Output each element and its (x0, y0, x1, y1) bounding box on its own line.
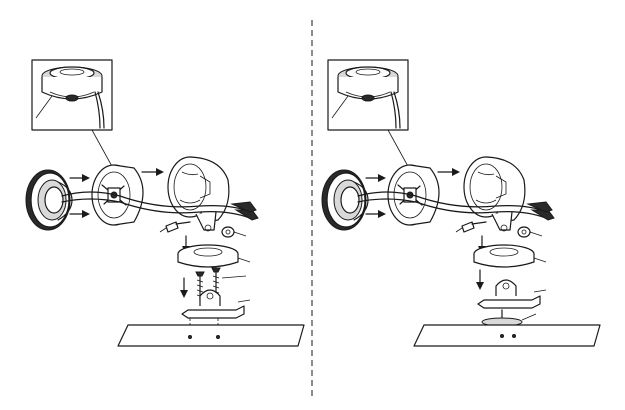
mounting-surface (118, 325, 304, 346)
mounting-bracket (182, 290, 250, 318)
panel-left (26, 60, 304, 346)
mounting-surface (414, 325, 600, 346)
mounting-bracket (478, 280, 546, 308)
adhesive-pad (482, 314, 536, 326)
screw-right (212, 268, 246, 296)
panel-right (322, 60, 600, 346)
